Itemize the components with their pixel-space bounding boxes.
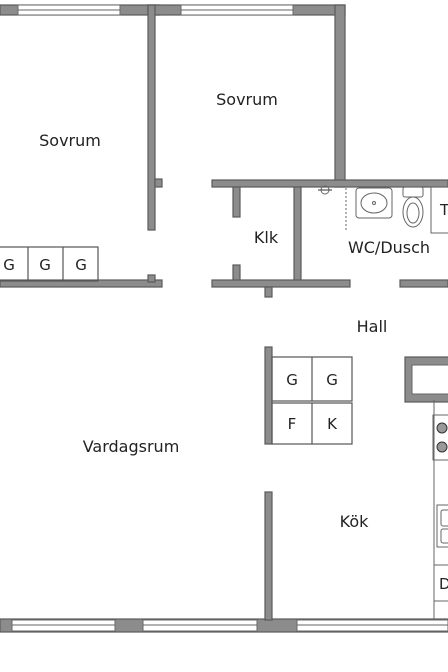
windows — [11, 4, 448, 632]
hall-unit-label: K — [327, 415, 338, 433]
wardrobe-label: G — [3, 256, 15, 274]
bedroom-wardrobes — [0, 246, 99, 282]
label-bedroom-left: Sovrum — [39, 131, 101, 150]
label-living-room: Vardagsrum — [83, 437, 180, 456]
kitchen-sink-icon — [436, 504, 448, 548]
label-closet: Klk — [254, 228, 279, 247]
hall-wardrobe-label: G — [286, 371, 298, 389]
storage-labels: G G G G G F K T D — [3, 201, 448, 593]
room-labels: Sovrum Sovrum Klk WC/Dusch Hall Vardagsr… — [39, 90, 430, 531]
toilet-icon — [402, 186, 424, 228]
label-kitchen: Kök — [340, 512, 369, 531]
kitchen-fixtures — [404, 356, 448, 619]
wardrobe-label: G — [75, 256, 87, 274]
hall-wardrobe-label: G — [326, 371, 338, 389]
label-hall: Hall — [357, 317, 388, 336]
wardrobe-label: G — [39, 256, 51, 274]
bathroom-cabinet-label: T — [439, 201, 448, 219]
bathroom-cabinet — [430, 186, 448, 234]
shower-head-icon — [318, 185, 332, 195]
bathroom-fixtures — [318, 185, 448, 234]
hall-unit-label: F — [288, 415, 297, 433]
label-bathroom: WC/Dusch — [348, 238, 430, 257]
interior-walls — [0, 4, 448, 621]
stove-icon — [432, 414, 448, 461]
dishwasher-label: D — [439, 575, 448, 593]
sink-icon — [355, 187, 393, 219]
hall-storage — [271, 356, 353, 445]
label-bedroom-top: Sovrum — [216, 90, 278, 109]
